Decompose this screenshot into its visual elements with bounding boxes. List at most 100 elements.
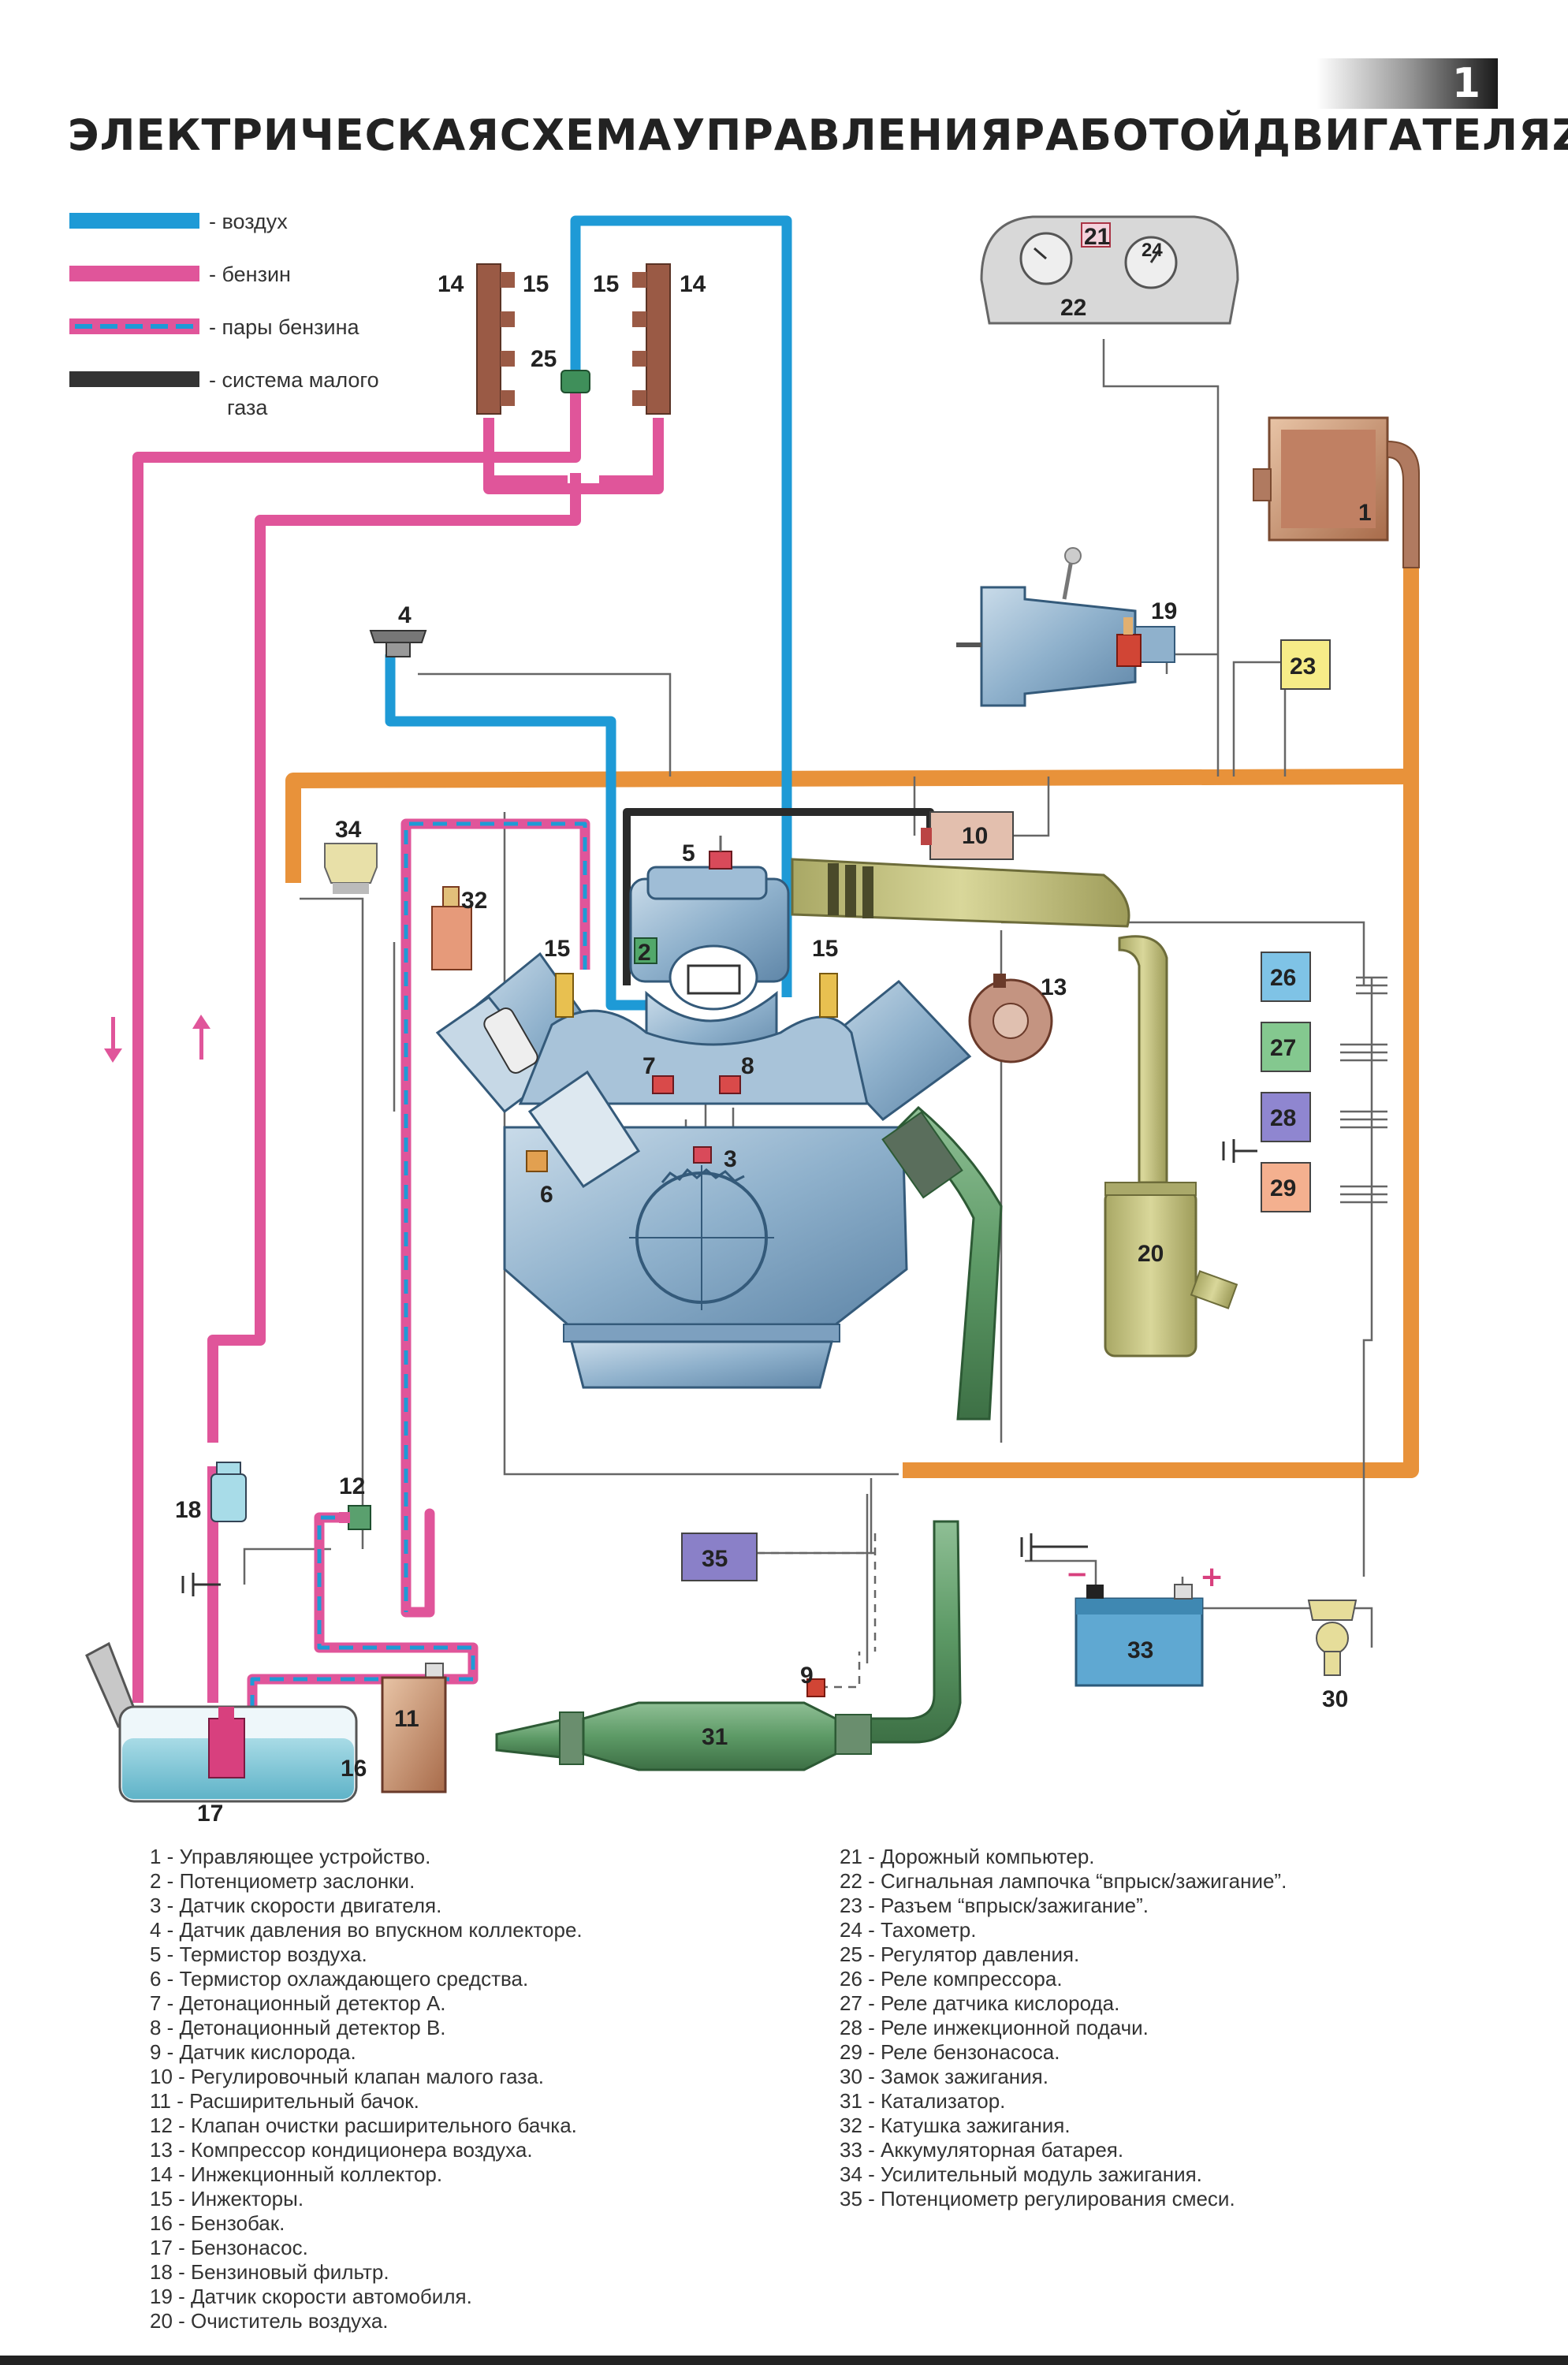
- page-number-bar: [1317, 58, 1498, 109]
- caption-item: 25 - Регулятор давления.: [840, 1942, 1080, 1966]
- oxygen-relay: [1261, 1022, 1311, 1072]
- caption-item: 4 - Датчик давления во впускном коллекто…: [150, 1918, 583, 1942]
- bottom-border: [0, 2356, 1568, 2365]
- idle-valve-box: [929, 811, 1014, 860]
- label-4: 4: [398, 602, 412, 628]
- connector-23-box: [1280, 639, 1331, 690]
- label-28: 28: [1270, 1105, 1296, 1131]
- captions-right: 21 - Дорожный компьютер. 22 - Сигнальная…: [840, 1845, 1287, 2211]
- battery-minus-label: −: [1066, 1559, 1089, 1590]
- injectors: [555, 973, 838, 1018]
- label-31: 31: [702, 1724, 728, 1750]
- label-33: 33: [1127, 1637, 1153, 1663]
- caption-item: 7 - Детонационный детектор А.: [150, 1991, 446, 2015]
- caption-item: 33 - Аккумуляторная батарея.: [840, 2138, 1124, 2162]
- engine-block: [435, 866, 972, 1389]
- fuel-pump-relay: [1261, 1162, 1311, 1212]
- label-25: 25: [531, 346, 557, 372]
- small-sensors: [526, 836, 741, 1172]
- ground-symbols: [181, 1139, 1257, 1596]
- caption-item: 14 - Инжекционный коллектор.: [150, 2162, 443, 2186]
- caption-item: 9 - Датчик кислорода.: [150, 2040, 356, 2064]
- expansion-tank: [381, 1663, 447, 1793]
- pressure-regulator: [561, 370, 590, 393]
- caption-item: 35 - Потенциометр регулирования смеси.: [840, 2187, 1235, 2210]
- label-16: 16: [341, 1756, 367, 1782]
- label-2: 2: [638, 940, 651, 966]
- caption-item: 29 - Реле бензонасоса.: [840, 2040, 1060, 2064]
- label-22: 22: [1060, 295, 1086, 321]
- legend-air-label: - воздух: [209, 210, 288, 233]
- caption-item: 3 - Датчик скорости двигателя.: [150, 1894, 442, 1917]
- label-8: 8: [741, 1053, 754, 1079]
- caption-item: 24 - Тахометр.: [840, 1918, 977, 1942]
- caption-item: 32 - Катушка зажигания.: [840, 2114, 1071, 2137]
- label-7: 7: [642, 1053, 656, 1079]
- title-word: УПРАВЛЕНИЯ: [672, 110, 1014, 160]
- label-15-b: 15: [593, 271, 619, 297]
- page-number: 1: [1451, 60, 1481, 107]
- injection-manifold-left: [476, 263, 515, 415]
- caption-item: 12 - Клапан очистки расширительного бачк…: [150, 2114, 577, 2137]
- legend-fuel-label: - бензин: [209, 263, 291, 286]
- label-1: 1: [1358, 500, 1372, 526]
- caption-item: 13 - Компрессор кондиционера воздуха.: [150, 2138, 533, 2162]
- ignition-coil: [431, 886, 472, 970]
- vapor-lines: [247, 818, 590, 1711]
- air-lines: [385, 215, 792, 1011]
- purge-valve: [339, 1505, 371, 1530]
- dashboard-panel: [980, 215, 1239, 325]
- exhaust-manifold-pipe: [881, 1105, 1003, 1421]
- exhaust-system: [495, 1520, 962, 1771]
- caption-item: 19 - Датчик скорости автомобиля.: [150, 2285, 472, 2308]
- air-intake-duct: [791, 858, 1130, 928]
- caption-item: 15 - Инжекторы.: [150, 2187, 304, 2210]
- label-15-a: 15: [523, 271, 549, 297]
- caption-item: 5 - Термистор воздуха.: [150, 1942, 367, 1966]
- label-6: 6: [540, 1182, 553, 1208]
- ignition-amplifier: [324, 843, 378, 894]
- air-cleaner: [1104, 935, 1238, 1358]
- injection-relay: [1261, 1092, 1311, 1142]
- label-15-c: 15: [544, 936, 570, 962]
- caption-item: 11 - Расширительный бачок.: [150, 2089, 419, 2113]
- caption-item: 23 - Разъем “впрыск/зажигание”.: [840, 1894, 1149, 1917]
- legend-air-swatch: [69, 213, 199, 229]
- caption-item: 34 - Усилительный модуль зажигания.: [840, 2162, 1202, 2186]
- label-9: 9: [800, 1663, 814, 1689]
- title-word: РАБОТОЙ: [1013, 110, 1253, 160]
- label-34: 34: [335, 817, 362, 843]
- label-13: 13: [1041, 974, 1067, 1000]
- page-title: ЭЛЕКТРИЧЕСКАЯ СХЕМА УПРАВЛЕНИЯ РАБОТОЙ Д…: [68, 110, 1568, 160]
- compressor-relay: [1261, 952, 1311, 1002]
- label-20: 20: [1138, 1241, 1164, 1267]
- gearbox: [956, 547, 1175, 707]
- legend-idle-label-2: газа: [227, 396, 268, 419]
- component-labels: 1 2 3 4 5 6 7 8 9 10 11 12 13 14 14 15 1…: [175, 224, 1372, 1827]
- label-12: 12: [339, 1473, 365, 1499]
- flow-arrows: [104, 1015, 210, 1063]
- caption-item: 2 - Потенциометр заслонки.: [150, 1869, 415, 1893]
- caption-item: 22 - Сигнальная лампочка “впрыск/зажиган…: [840, 1869, 1287, 1893]
- caption-item: 10 - Регулировочный клапан малого газа.: [150, 2065, 544, 2088]
- label-17: 17: [197, 1801, 223, 1827]
- legend-vapor-label: - пары бензина: [209, 315, 360, 339]
- label-19: 19: [1151, 598, 1177, 624]
- battery: [1075, 1584, 1204, 1687]
- label-14-left: 14: [438, 271, 464, 297]
- wiring-harness: [285, 568, 1419, 1478]
- label-14-right: 14: [680, 271, 706, 297]
- injection-manifold-right: [632, 263, 671, 415]
- title-word: СХЕМА: [499, 110, 672, 160]
- legend-fuel-swatch: [69, 266, 199, 281]
- label-26: 26: [1270, 965, 1296, 991]
- mixture-pot-box: [681, 1533, 758, 1581]
- label-35: 35: [702, 1546, 728, 1572]
- caption-item: 8 - Детонационный детектор В.: [150, 2016, 446, 2039]
- caption-item: 31 - Катализатор.: [840, 2089, 1006, 2113]
- title-word: ЭЛЕКТРИЧЕСКАЯ: [68, 110, 500, 160]
- label-3: 3: [724, 1146, 737, 1172]
- caption-item: 1 - Управляющее устройство.: [150, 1845, 431, 1868]
- signal-wires: [243, 339, 1387, 1689]
- control-unit: [1253, 416, 1420, 568]
